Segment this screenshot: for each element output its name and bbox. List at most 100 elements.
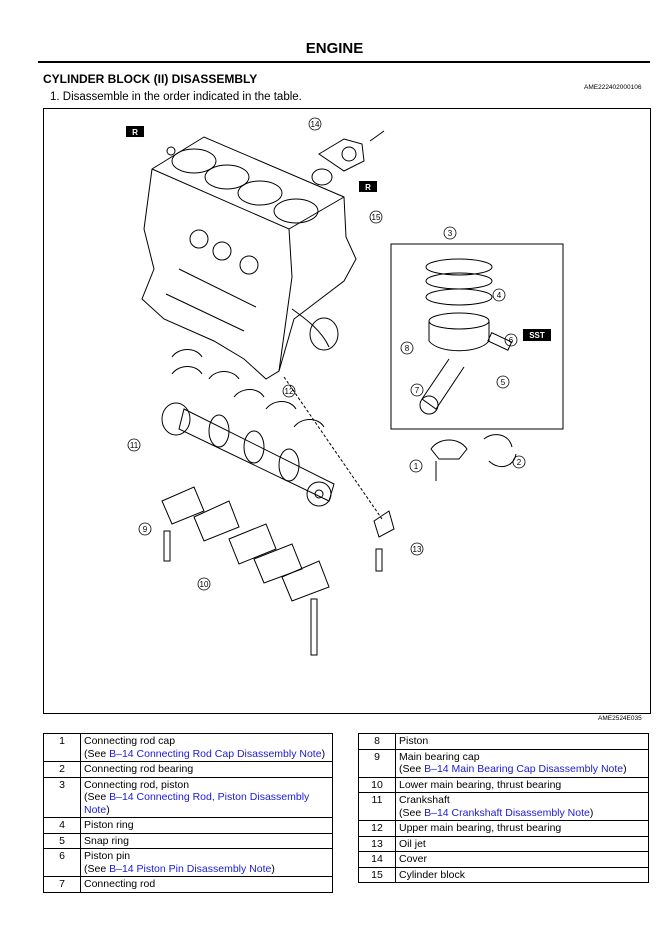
part-number: 11: [358, 792, 396, 821]
part-number: 5: [43, 832, 81, 849]
part-name: Cylinder block: [399, 868, 465, 881]
part-name: Lower main bearing, thrust bearing: [399, 778, 562, 791]
callout-1: 1: [414, 462, 419, 471]
oil-jet-drawing: [373, 510, 395, 538]
note-prefix: (See: [84, 862, 110, 875]
part-name: Piston ring: [84, 819, 134, 831]
note-reference-link[interactable]: B–14 Crankshaft Disassembly Note: [424, 806, 590, 819]
part-description: Snap ring: [80, 832, 333, 849]
upper-bearings-drawing: [171, 349, 325, 428]
part-number: 10: [358, 776, 396, 793]
note-suffix: ): [271, 862, 275, 875]
part-number: 13: [358, 835, 396, 852]
callout-15: 15: [372, 213, 381, 222]
part-note: (See B–14 Piston Pin Disassembly Note): [84, 863, 329, 876]
piston-subassembly-box: [390, 243, 564, 430]
note-reference-link[interactable]: B–14 Connecting Rod, Piston Disassembly …: [84, 791, 310, 816]
callout-12: 12: [285, 387, 294, 396]
part-name: Crankshaft: [399, 794, 450, 806]
part-name: Main bearing cap: [399, 750, 480, 763]
note-reference-link[interactable]: B–14 Connecting Rod Cap Disassembly Note: [109, 747, 322, 760]
note-reference-link[interactable]: B–14 Main Bearing Cap Disassembly Note: [424, 763, 624, 775]
part-description: Connecting rod, piston(See B–14 Connecti…: [80, 776, 333, 818]
callout-6: 6: [509, 336, 514, 345]
part-name: Piston: [399, 735, 429, 747]
part-number: 7: [43, 876, 81, 893]
callout-8: 8: [405, 344, 410, 353]
part-name: Connecting rod, piston: [84, 778, 190, 791]
part-number: 14: [358, 851, 396, 868]
callout-7: 7: [415, 386, 420, 395]
rod-bearing-drawing: [483, 434, 513, 448]
section-title: CYLINDER BLOCK (II) DISASSEMBLY: [43, 72, 258, 86]
note-prefix: (See: [399, 806, 425, 819]
part-note: (See B–14 Connecting Rod Cap Disassembly…: [84, 748, 329, 761]
callout-13: 13: [413, 545, 422, 554]
callout-4: 4: [497, 291, 502, 300]
part-description: Oil jet: [395, 835, 649, 852]
note-prefix: (See: [84, 791, 110, 803]
part-number: 15: [358, 866, 396, 883]
part-description: Lower main bearing, thrust bearing: [395, 776, 649, 793]
page-header-title: ENGINE: [305, 40, 364, 57]
r-badge-1-label: R: [132, 128, 138, 137]
r-badge-1: [126, 126, 144, 137]
sst-badge-label: SST: [529, 331, 545, 340]
part-description: Connecting rod cap(See B–14 Connecting R…: [80, 733, 333, 762]
part-number: 1: [43, 733, 81, 762]
note-prefix: (See: [84, 747, 110, 760]
part-description: Crankshaft(See B–14 Crankshaft Disassemb…: [395, 792, 649, 821]
callout-14: 14: [311, 120, 320, 129]
exploded-view-drawing: R R SST 14 15 3 4 6 8 5 7 12 11: [126, 117, 564, 656]
part-note: (See B–14 Connecting Rod, Piston Disasse…: [84, 791, 329, 816]
part-description: Piston: [395, 733, 649, 750]
part-description: Cover: [395, 851, 649, 868]
part-note: (See B–14 Main Bearing Cap Disassembly N…: [399, 763, 645, 776]
part-description: Connecting rod: [80, 876, 333, 893]
figure-code: AME2524E035: [598, 715, 642, 722]
part-number: 8: [358, 733, 396, 750]
cylinder-block-drawing: [141, 136, 357, 380]
part-number: 9: [358, 748, 396, 778]
part-description: Piston pin(See B–14 Piston Pin Disassemb…: [80, 848, 333, 877]
part-note: (See B–14 Crankshaft Disassembly Note): [399, 807, 645, 820]
sst-badge: [523, 329, 551, 341]
callout-10: 10: [200, 580, 209, 589]
main-bearing-caps-drawing: [161, 486, 330, 656]
part-number: 3: [43, 776, 81, 818]
part-number: 4: [43, 817, 81, 834]
header-rule: [38, 61, 650, 63]
callout-11: 11: [130, 441, 139, 450]
part-description: Main bearing cap(See B–14 Main Bearing C…: [395, 748, 649, 778]
r-badge-2: [359, 181, 377, 192]
part-name: Connecting rod: [84, 878, 156, 890]
step-instruction: 1. Disassemble in the order indicated in…: [50, 91, 302, 103]
callout-2: 2: [517, 458, 522, 467]
piston-drawing: [419, 258, 513, 415]
document-code: AME222402000106: [584, 84, 642, 91]
part-name: Connecting rod cap: [84, 735, 176, 747]
part-name: Snap ring: [84, 834, 129, 847]
part-name: Oil jet: [399, 837, 426, 850]
note-suffix: ): [106, 803, 110, 816]
note-suffix: ): [623, 763, 627, 775]
note-reference-link[interactable]: B–14 Piston Pin Disassembly Note: [109, 862, 272, 875]
note-prefix: (See: [399, 763, 425, 775]
r-badge-2-label: R: [365, 183, 371, 192]
part-name: Upper main bearing, thrust bearing: [399, 822, 562, 834]
note-suffix: ): [589, 806, 594, 819]
